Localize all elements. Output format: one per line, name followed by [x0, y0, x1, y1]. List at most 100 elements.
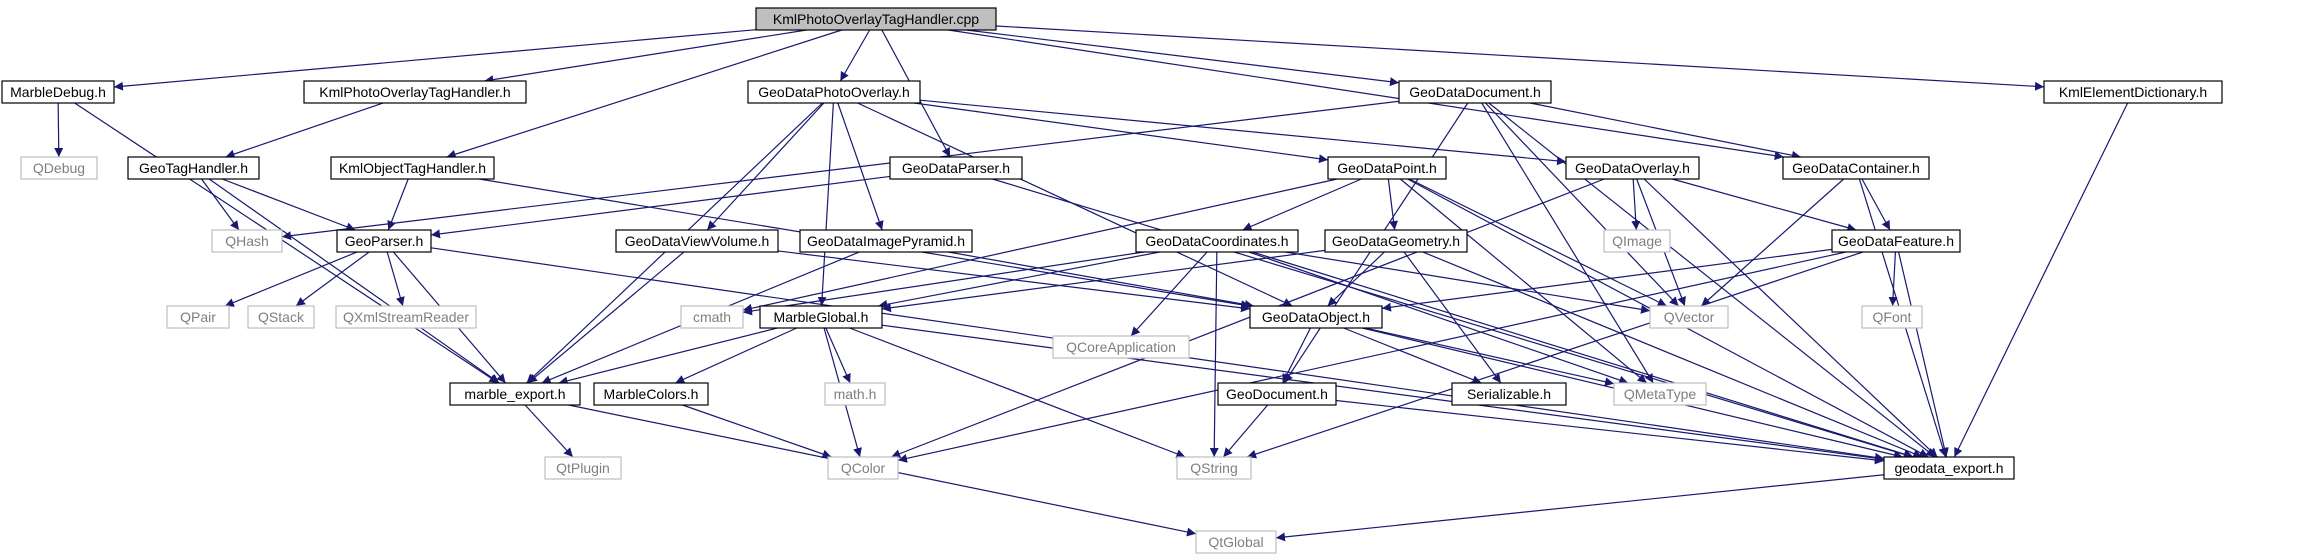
edge-geodataobject-to-geodocument	[1282, 327, 1311, 384]
node-geotaghandler[interactable]: GeoTagHandler.h	[127, 156, 260, 180]
edge-geodatageometry-to-geodataobject	[1327, 251, 1385, 307]
node-geodatageometry[interactable]: GeoDataGeometry.h	[1324, 229, 1468, 253]
node-label: GeoDataFeature.h	[1838, 233, 1954, 249]
edge-geotaghandler-to-geoparser	[221, 178, 356, 231]
node-geodataphotooverlay[interactable]: GeoDataPhotoOverlay.h	[747, 80, 921, 104]
node-geoparser[interactable]: GeoParser.h	[336, 229, 432, 253]
node-label: QCoreApplication	[1066, 339, 1176, 355]
node-marble_export[interactable]: marble_export.h	[449, 382, 581, 406]
node-label: geodata_export.h	[1895, 460, 2004, 476]
node-box	[1649, 305, 1729, 329]
node-kmlelementdictionary[interactable]: KmlElementDictionary.h	[2043, 80, 2223, 104]
node-box	[1861, 305, 1923, 329]
node-qplugin: QtPlugin	[544, 456, 622, 480]
edge-geodatadocument-to-geodatacontainer	[1530, 102, 1801, 160]
node-box	[1195, 530, 1277, 554]
edge-marbleglobal-to-marblecolors	[675, 327, 797, 384]
node-label: GeoDataPhotoOverlay.h	[758, 84, 910, 100]
node-label: GeoDataContainer.h	[1792, 160, 1920, 176]
edge-geodocument-to-qstring	[1222, 404, 1269, 458]
node-root[interactable]: KmlPhotoOverlayTagHandler.cpp	[755, 7, 997, 31]
node-box	[755, 7, 997, 31]
edge-kmlobjecttaghandler-to-geoparser	[387, 178, 409, 231]
node-cmath: cmath	[680, 305, 744, 329]
node-geodataimagepyramid[interactable]: GeoDataImagePyramid.h	[799, 229, 973, 253]
node-qimage: QImage	[1603, 229, 1671, 253]
edge-geodatacontainer-to-qvector	[1700, 178, 1845, 307]
node-box	[544, 456, 622, 480]
node-label: QFont	[1873, 309, 1912, 325]
edge-geodataoverlay-to-geodata_export	[1643, 178, 1938, 458]
node-box	[127, 156, 260, 180]
edge-geoparser-to-qstack	[295, 251, 370, 307]
edge-marbleglobal-to-math_h	[825, 327, 851, 384]
edge-geodatacontainer-to-geodatafeature	[1861, 178, 1891, 231]
node-label: GeoDataPoint.h	[1337, 160, 1437, 176]
node-kmlphotooverlaytaghandler_h[interactable]: KmlPhotoOverlayTagHandler.h	[303, 80, 527, 104]
edge-geodatageometry-to-serializable	[1403, 251, 1502, 384]
node-geodatacontainer[interactable]: GeoDataContainer.h	[1782, 156, 1930, 180]
edge-geodatapoint-to-cmath	[742, 178, 1338, 313]
node-label: GeoDataObject.h	[1262, 309, 1370, 325]
node-serializable[interactable]: Serializable.h	[1451, 382, 1567, 406]
node-geodatapoint[interactable]: GeoDataPoint.h	[1327, 156, 1447, 180]
node-qvector: QVector	[1649, 305, 1729, 329]
node-box	[1324, 229, 1468, 253]
node-label: GeoDataOverlay.h	[1575, 160, 1690, 176]
edge-marbleglobal-to-qstring	[849, 327, 1186, 458]
node-label: QStack	[258, 309, 305, 325]
edge-marblecolors-to-qcolor	[682, 404, 832, 459]
node-label: GeoParser.h	[345, 233, 424, 249]
edge-geodatacoordinates-to-qvector	[1285, 251, 1651, 314]
node-box	[799, 229, 973, 253]
node-geodata_export[interactable]: geodata_export.h	[1883, 456, 2015, 480]
node-box	[593, 382, 709, 406]
node-geodataoverlay[interactable]: GeoDataOverlay.h	[1565, 156, 1700, 180]
node-label: QVector	[1664, 309, 1715, 325]
edge-geodataphotooverlay-to-geodataviewvolume	[706, 102, 825, 231]
node-geodataobject[interactable]: GeoDataObject.h	[1249, 305, 1383, 329]
edge-root-to-marbledebug	[113, 29, 757, 91]
node-label: MarbleGlobal.h	[774, 309, 869, 325]
edge-geodatadocument-to-geodata_export	[1488, 102, 1936, 458]
edge-root-to-kmlobjecttaghandler	[446, 29, 842, 159]
node-label: QString	[1190, 460, 1237, 476]
edge-geodatacoordinates-to-marbleglobal	[878, 251, 1160, 309]
node-marbleglobal[interactable]: MarbleGlobal.h	[759, 305, 883, 329]
node-qhash: QHash	[211, 229, 283, 253]
edge-geodataphotooverlay-to-geodataoverlay	[919, 99, 1567, 166]
node-geodatafeature[interactable]: GeoDataFeature.h	[1831, 229, 1961, 253]
node-label: QDebug	[33, 160, 85, 176]
node-math_h: math.h	[824, 382, 886, 406]
node-box	[330, 156, 495, 180]
edge-geodataviewvolume-to-marble_export	[527, 251, 685, 384]
node-geodocument[interactable]: GeoDocument.h	[1217, 382, 1337, 406]
node-box	[889, 156, 1023, 180]
node-box	[247, 305, 315, 329]
node-box	[336, 229, 432, 253]
node-label: GeoTagHandler.h	[139, 160, 248, 176]
edge-marbleglobal-to-marble_export	[558, 327, 778, 386]
edge-root-to-geodatacontainer	[948, 29, 1784, 161]
node-box	[211, 229, 283, 253]
node-label: cmath	[693, 309, 731, 325]
node-marbledebug[interactable]: MarbleDebug.h	[1, 80, 115, 104]
node-label: QHash	[225, 233, 269, 249]
node-label: GeoDataDocument.h	[1409, 84, 1541, 100]
node-qdebug: QDebug	[20, 156, 98, 180]
node-label: MarbleDebug.h	[10, 84, 106, 100]
node-qcoreapplication: QCoreApplication	[1052, 335, 1190, 359]
node-box	[747, 80, 921, 104]
node-geodataviewvolume[interactable]: GeoDataViewVolume.h	[615, 229, 779, 253]
node-geodatacoordinates[interactable]: GeoDataCoordinates.h	[1135, 229, 1299, 253]
node-geodatadocument[interactable]: GeoDataDocument.h	[1398, 80, 1552, 104]
node-geodataparser[interactable]: GeoDataParser.h	[889, 156, 1023, 180]
node-box	[1603, 229, 1671, 253]
edge-geodatafeature-to-qstring	[1246, 251, 1864, 459]
node-box	[1451, 382, 1567, 406]
node-kmlobjecttaghandler[interactable]: KmlObjectTagHandler.h	[330, 156, 495, 180]
node-box	[827, 456, 899, 480]
edge-geodatacoordinates-to-qmetatype	[1248, 251, 1629, 385]
edge-geodatafeature-to-qcolor	[897, 251, 1847, 463]
node-marblecolors[interactable]: MarbleColors.h	[593, 382, 709, 406]
